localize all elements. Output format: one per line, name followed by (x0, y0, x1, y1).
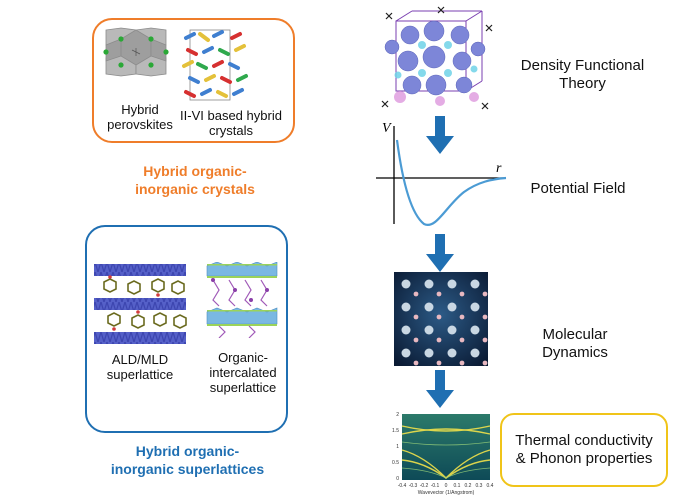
dispersion-y-tick: 0.5 (392, 460, 399, 466)
hybrid-crystals-heading: Hybrid organic- inorganic crystals (135, 163, 255, 197)
ald-mld-superlattice-label: ALD/MLD superlattice (106, 352, 174, 382)
md-step-label: Molecular Dynamics (542, 326, 608, 361)
md-atom (413, 314, 419, 320)
md-atom (436, 360, 442, 366)
perovskite-structure-image (103, 27, 169, 77)
md-atom (482, 337, 488, 343)
md-atom (459, 360, 465, 366)
md-atom (447, 279, 457, 289)
thermal-conductivity-box (500, 413, 668, 487)
dispersion-x-tick: 0 (445, 483, 448, 489)
md-atom (482, 314, 488, 320)
organic-intercalated-superlattice-image (206, 262, 278, 338)
md-atom (482, 291, 488, 297)
md-atom (470, 279, 480, 289)
hybrid-superlattices-heading: Hybrid organic- inorganic superlattices (110, 443, 265, 477)
potential-field-step-label: Potential Field (530, 180, 626, 197)
md-atom (470, 302, 480, 312)
md-atom (459, 337, 465, 343)
md-atom (424, 302, 434, 312)
dispersion-y-tick: 0 (396, 476, 399, 482)
md-atom (470, 325, 480, 335)
dispersion-y-tick: 2 (396, 412, 399, 418)
dispersion-x-tick: -0.2 (420, 483, 429, 489)
md-atom (401, 325, 411, 335)
thermal-phonon-step-label: Thermal conductivity & Phonon properties (515, 432, 653, 467)
arrow-down-icon (426, 370, 454, 408)
dispersion-x-tick: 0.1 (454, 483, 461, 489)
md-atom (424, 348, 434, 358)
md-atom (436, 314, 442, 320)
md-atom (401, 279, 411, 289)
potential-x-axis-label: r (496, 161, 502, 176)
md-atom (424, 325, 434, 335)
md-atom (447, 348, 457, 358)
potential-curve (395, 139, 507, 226)
hybrid-crystals-box (92, 18, 295, 143)
dispersion-x-tick: -0.1 (431, 483, 440, 489)
dispersion-x-tick: 0.2 (465, 483, 472, 489)
molecular-dynamics-image (394, 272, 488, 366)
dispersion-x-tick: -0.4 (398, 483, 407, 489)
dispersion-x-axis-title: Wavevector (1/Angstrom) (418, 490, 475, 496)
md-atom (447, 302, 457, 312)
dispersion-x-tick: -0.3 (409, 483, 418, 489)
md-atom (459, 314, 465, 320)
md-atom (413, 291, 419, 297)
dft-step-label: Density Functional Theory (520, 57, 645, 92)
md-atom (436, 337, 442, 343)
dft-structure-image (381, 6, 493, 110)
ii-vi-crystals-label: II-VI based hybrid crystals (180, 108, 282, 138)
organic-intercalated-label: Organic- intercalated superlattice (209, 350, 277, 395)
ald-mld-superlattice-image (94, 264, 187, 344)
md-atom (424, 279, 434, 289)
perovskites-label: Hybrid perovskites (107, 102, 173, 132)
md-atom (413, 337, 419, 343)
dispersion-y-tick: 1 (396, 444, 399, 450)
dispersion-x-tick: 0.4 (487, 483, 494, 489)
md-atom (470, 348, 480, 358)
potential-field-plot: V r (376, 121, 507, 226)
dispersion-x-tick: 0.3 (476, 483, 483, 489)
arrow-down-icon (426, 116, 454, 154)
hybrid-superlattices-box (85, 225, 288, 433)
md-atom (482, 360, 488, 366)
md-atom (413, 360, 419, 366)
md-atom (436, 291, 442, 297)
arrow-down-icon (426, 234, 454, 272)
dispersion-y-tick: 1.5 (392, 428, 399, 434)
md-atom (401, 302, 411, 312)
md-atom (447, 325, 457, 335)
potential-y-axis-label: V (382, 121, 392, 136)
md-atom (401, 348, 411, 358)
md-atom (459, 291, 465, 297)
ii-vi-crystal-image (182, 29, 248, 101)
